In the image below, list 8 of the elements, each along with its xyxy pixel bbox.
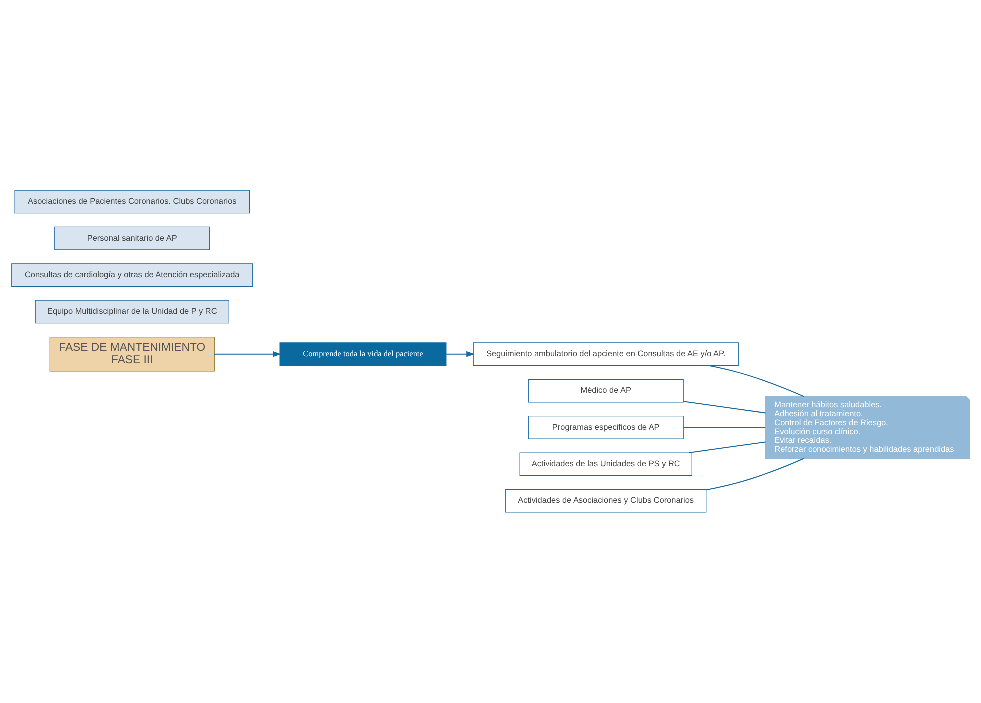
node-box: FASE DE MANTENIMIENTO FASE III <box>49 336 214 372</box>
connector <box>708 365 804 398</box>
arrow <box>214 351 281 358</box>
connector <box>683 427 766 428</box>
connector <box>706 458 804 491</box>
connector <box>688 442 766 454</box>
arrow <box>446 351 474 358</box>
connector <box>683 401 766 414</box>
